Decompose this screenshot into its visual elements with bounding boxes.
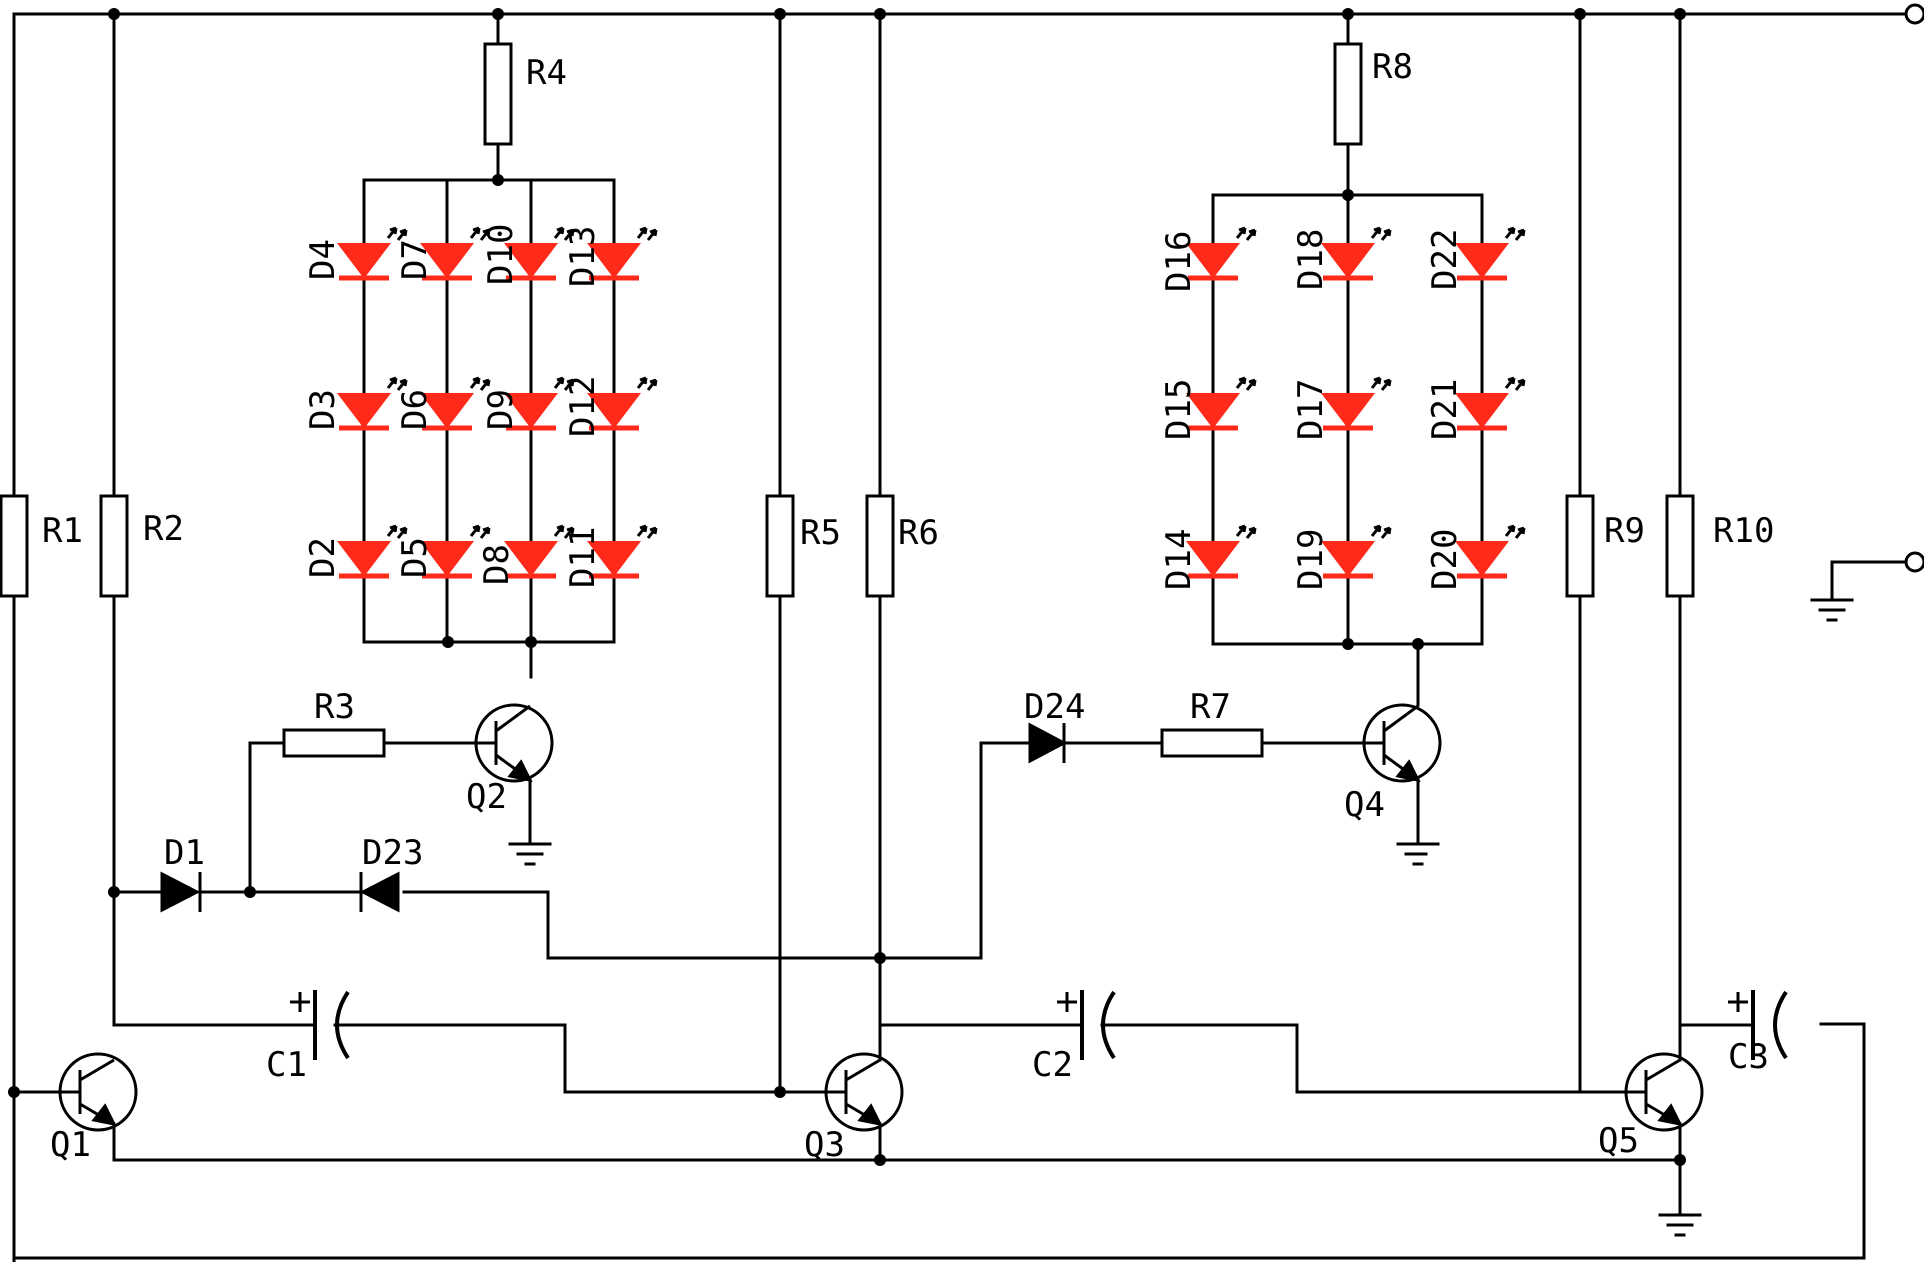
- label-d20: D20: [1425, 529, 1465, 590]
- label-r10: R10: [1713, 511, 1774, 551]
- label-q3: Q3: [804, 1125, 845, 1165]
- label-d3: D3: [303, 389, 343, 430]
- label-d4: D4: [303, 239, 343, 280]
- label-d22: D22: [1425, 229, 1465, 290]
- label-d18: D18: [1291, 229, 1331, 290]
- label-d15: D15: [1159, 379, 1199, 440]
- label-d2: D2: [303, 537, 343, 578]
- label-q4: Q4: [1344, 785, 1385, 825]
- label-r5: R5: [800, 513, 841, 553]
- label-d5: D5: [395, 537, 435, 578]
- label-r4: R4: [526, 53, 567, 93]
- label-q2: Q2: [466, 777, 507, 817]
- label-d23: D23: [362, 833, 423, 873]
- label-r8: R8: [1372, 47, 1413, 87]
- label-d13: D13: [563, 226, 603, 287]
- label-d11: D11: [563, 527, 603, 588]
- label-d14: D14: [1159, 529, 1199, 590]
- label-d21: D21: [1425, 379, 1465, 440]
- label-d16: D16: [1159, 231, 1199, 292]
- label-d19: D19: [1291, 529, 1331, 590]
- label-c2: C2: [1032, 1045, 1073, 1085]
- label-r7: R7: [1190, 687, 1231, 727]
- label-d24: D24: [1024, 687, 1085, 727]
- label-r3: R3: [314, 687, 355, 727]
- label-r6: R6: [898, 513, 939, 553]
- label-r1: R1: [42, 511, 83, 551]
- label-c1: C1: [266, 1045, 307, 1085]
- label-d6: D6: [395, 389, 435, 430]
- label-d17: D17: [1291, 379, 1331, 440]
- label-r2: R2: [143, 509, 184, 549]
- label-d10: D10: [481, 224, 521, 285]
- label-q5: Q5: [1598, 1121, 1639, 1161]
- label-d7: D7: [395, 239, 435, 280]
- label-c3: C3: [1728, 1037, 1769, 1077]
- label-d12: D12: [563, 376, 603, 437]
- label-d9: D9: [481, 389, 521, 430]
- label-d1: D1: [164, 833, 205, 873]
- label-d8: D8: [477, 544, 517, 585]
- label-r9: R9: [1604, 511, 1645, 551]
- label-q1: Q1: [50, 1125, 91, 1165]
